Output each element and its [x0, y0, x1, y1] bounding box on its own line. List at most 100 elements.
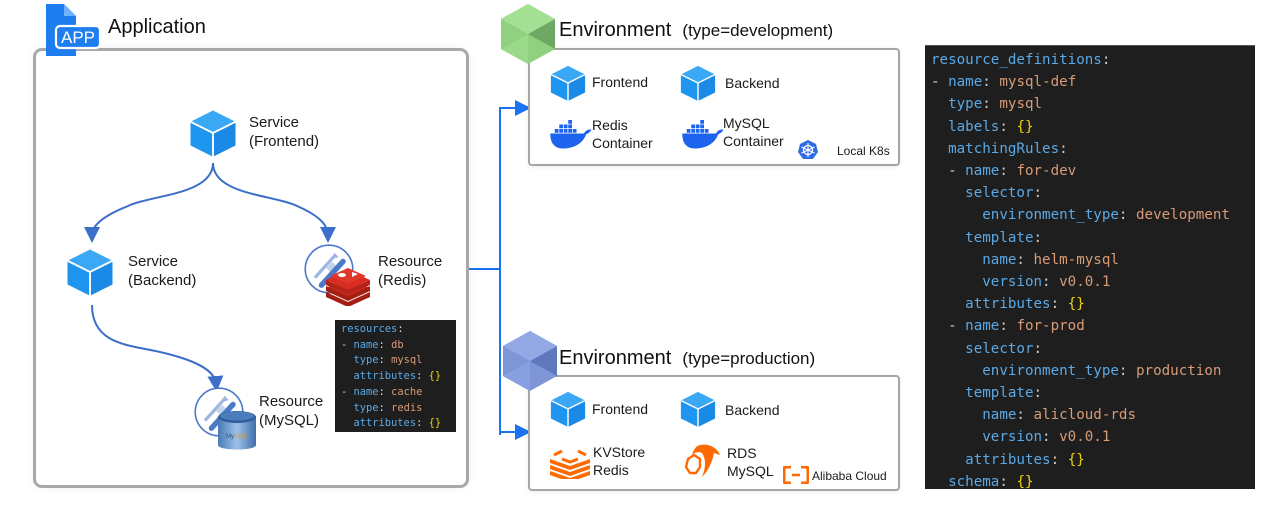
code-token: alicloud-rds: [1033, 407, 1137, 424]
node-name: (MySQL): [259, 412, 319, 429]
code-line: name: alicloud-rds: [931, 404, 1249, 426]
code-token: selector: [965, 340, 1034, 357]
code-token: [931, 207, 982, 223]
cube-icon: [549, 64, 587, 102]
rds-icon: [684, 444, 720, 477]
code-token: version: [982, 429, 1043, 446]
code-line: type: mysql: [341, 353, 450, 369]
code-line: version: v0.0.1: [931, 271, 1249, 293]
env-prod-item-rds-mysql[interactable]: [682, 441, 722, 481]
code-token: [341, 354, 354, 366]
code-token: [931, 141, 948, 157]
code-token: db: [391, 338, 404, 351]
code-line: attributes: {}: [341, 369, 450, 385]
code-token: name: [353, 338, 379, 351]
code-token: [341, 370, 354, 382]
code-token: :: [1050, 296, 1068, 313]
code-line: attributes: {}: [931, 293, 1249, 315]
code-line: attributes: {}: [341, 416, 450, 432]
env-type-label: (type=production): [682, 349, 816, 368]
code-token: [931, 474, 948, 490]
code-token: :: [1033, 229, 1043, 246]
code-token: :: [416, 417, 429, 430]
service-frontend-label: Service (Frontend): [249, 113, 319, 151]
code-token: :: [999, 473, 1017, 490]
code-token: for-dev: [1016, 163, 1077, 180]
env-type-label: (type=development): [682, 21, 834, 40]
env-dev-item-frontend[interactable]: [549, 64, 587, 102]
code-line: attributes: {}: [931, 449, 1249, 471]
code-token: attributes: [965, 451, 1051, 468]
environment-connector: [469, 100, 531, 440]
env-dev-item-redis-container[interactable]: [548, 120, 593, 150]
env-prod-item-backend[interactable]: [679, 390, 717, 428]
code-token: [931, 185, 965, 201]
code-token: selector: [965, 185, 1034, 202]
node-name: (Frontend): [249, 133, 320, 150]
code-line: labels: {}: [931, 116, 1249, 138]
node-name: (Redis): [378, 272, 427, 289]
code-token: [931, 341, 965, 357]
code-token: type: [353, 401, 379, 414]
resources-yaml-block: resources: - name: db type: mysql attribu…: [335, 320, 456, 432]
code-line: selector:: [931, 338, 1249, 360]
svg-text:SQL: SQL: [235, 434, 248, 440]
code-token: [931, 96, 948, 112]
env-prod-item-frontend[interactable]: [549, 390, 587, 428]
code-token: [341, 402, 354, 414]
env-prod-item-kvstore-redis[interactable]: [548, 447, 592, 479]
code-token: version: [982, 274, 1043, 291]
service-frontend-node[interactable]: [188, 108, 238, 158]
code-token: v0.0.1: [1059, 274, 1111, 291]
code-token: cache: [391, 385, 423, 398]
code-token: name: [982, 407, 1017, 424]
code-token: resources: [341, 323, 398, 335]
code-token: [931, 363, 982, 379]
service-backend-node[interactable]: [65, 247, 115, 297]
code-token: [931, 452, 965, 468]
mysql-resource-icon: My SQL: [190, 385, 256, 450]
resource-mysql-node[interactable]: My SQL: [190, 385, 262, 455]
code-token: development: [1136, 207, 1230, 224]
env-dev-item-backend[interactable]: [679, 64, 717, 102]
resource-redis-node[interactable]: [300, 240, 372, 306]
code-token: environment_type: [982, 362, 1119, 379]
code-line: template:: [931, 382, 1249, 404]
code-token: for-prod: [1016, 318, 1085, 335]
code-line: resources:: [341, 322, 450, 338]
code-token: production: [1136, 362, 1222, 379]
node-name: (Backend): [128, 272, 197, 289]
code-token: name: [965, 163, 1000, 180]
code-token: [931, 230, 965, 246]
code-line: name: helm-mysql: [931, 249, 1249, 271]
resource-mysql-label: Resource (MySQL): [259, 392, 323, 430]
edge-backend-to-mysql: [91, 304, 224, 392]
environment-prod-hex-icon: [503, 331, 557, 391]
code-token: matchingRules: [948, 140, 1060, 157]
code-token: -: [341, 385, 354, 398]
env-item-label: Redis Container: [592, 117, 653, 151]
code-line: - name: for-prod: [931, 315, 1249, 337]
code-token: :: [1042, 274, 1060, 291]
env-item-label: Frontend: [592, 401, 649, 417]
code-token: :: [1016, 251, 1034, 268]
platform-label: Alibaba Cloud: [812, 469, 887, 483]
code-token: environment_type: [982, 207, 1119, 224]
code-token: attributes: [353, 370, 417, 383]
env-dev-item-mysql-container[interactable]: [680, 120, 725, 150]
cube-icon: [679, 390, 717, 428]
code-token: {}: [428, 370, 442, 383]
code-line: schema: {}: [931, 471, 1249, 493]
code-token: {}: [1016, 473, 1034, 490]
code-token: -: [931, 163, 966, 180]
code-line: - name: mysql-def: [931, 71, 1249, 93]
node-kind: Resource: [259, 393, 324, 410]
docker-icon: [680, 120, 725, 150]
code-token: :: [378, 338, 392, 351]
environment-dev-hex-icon: [501, 4, 555, 64]
code-token: :: [1118, 362, 1137, 379]
env-item-label: Backend: [725, 75, 780, 91]
env-title-text: Environment: [559, 19, 672, 41]
code-line: template:: [931, 227, 1249, 249]
code-token: v0.0.1: [1059, 429, 1111, 446]
